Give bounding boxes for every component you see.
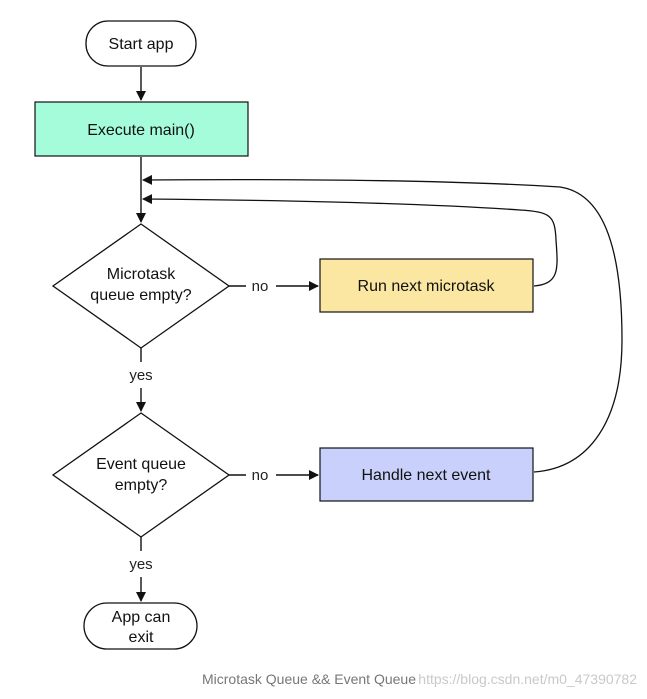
start-node: [85, 20, 197, 67]
watermark: https://blog.csdn.net/m0_47390782: [418, 671, 637, 687]
app-can-exit-node: [83, 602, 198, 650]
event-check-label-line1: Event queue: [96, 456, 186, 473]
loop-back-from-microtask: [142, 194, 558, 287]
app-can-exit-label-line1: App can: [112, 609, 171, 626]
microtask-no-label: no: [252, 278, 269, 295]
execute-main-node: [34, 101, 249, 157]
event-yes-label: yes: [129, 556, 152, 573]
microtask-check-node: [51, 223, 231, 349]
microtask-yes-label: yes: [129, 367, 152, 384]
event-check-label-line2: empty?: [115, 477, 168, 494]
loop-back-from-event: [142, 174, 623, 473]
event-check-node: [51, 412, 231, 538]
microtask-check-label-line2: queue empty?: [90, 287, 192, 304]
handle-next-event-node: [319, 447, 534, 502]
diagram-caption: Microtask Queue && Event Queue: [202, 671, 416, 687]
app-can-exit-label-line2: exit: [129, 629, 154, 646]
handle-next-event-label: Handle next event: [362, 467, 492, 484]
execute-main-label: Execute main(): [87, 122, 195, 139]
run-next-microtask-node: [319, 258, 534, 313]
event-no-label: no: [252, 467, 269, 484]
start-label: Start app: [109, 36, 174, 53]
microtask-check-label-line1: Microtask: [107, 266, 176, 283]
run-next-microtask-label: Run next microtask: [358, 278, 496, 295]
